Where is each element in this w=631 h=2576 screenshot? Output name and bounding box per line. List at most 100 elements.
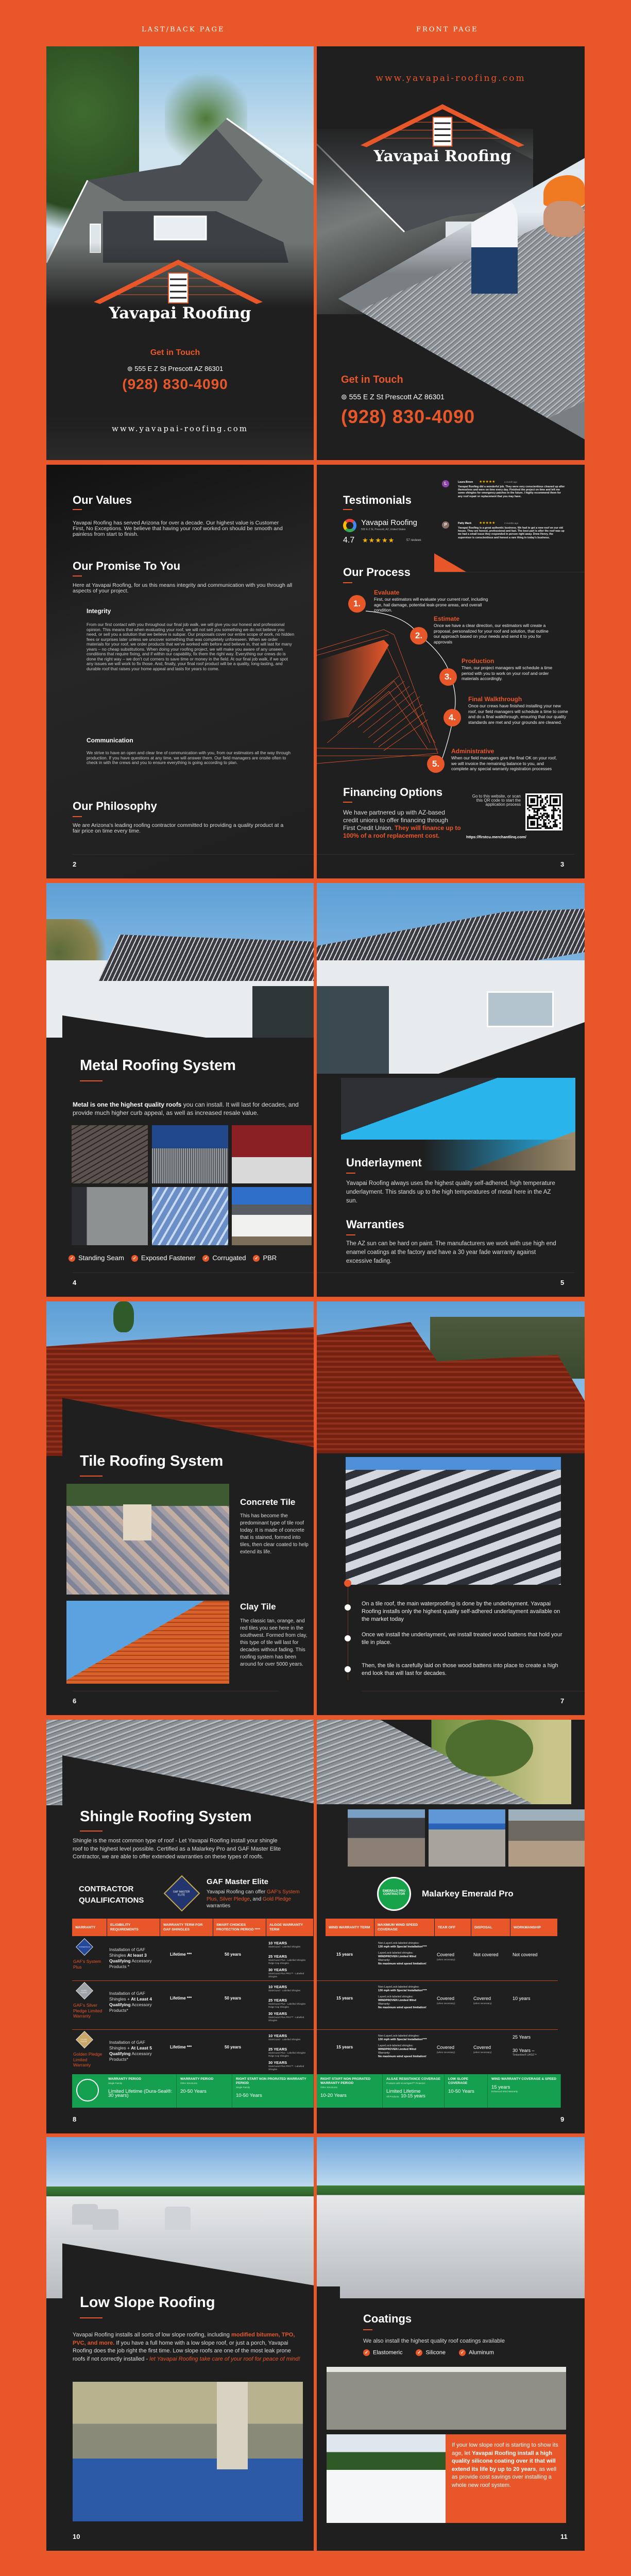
warranty-name: GAF's System Plus [73, 1959, 101, 1970]
step-description: Once our crews have finished installing … [468, 703, 568, 725]
shingle-job-photo-3 [508, 1809, 585, 1867]
website-link[interactable]: www.yavapai-roofing.com [111, 424, 249, 433]
workmanship-note: Timberline® UHDZ™ [513, 2054, 537, 2057]
disposal-note: (when necessary) [473, 2002, 492, 2005]
title-underline [73, 575, 82, 577]
page-7-tile-installation: On a tile roof, the main waterproofing i… [317, 1301, 585, 1715]
step-title: Evaluate [374, 589, 400, 596]
clay-text: The classic tan, orange, and red tiles y… [240, 1618, 308, 1667]
green-cell-title: RIGHT START NON PRORATED WARRANTY PERIOD [236, 2077, 306, 2085]
pbr-install-photo [152, 1187, 228, 1245]
underlayment-text: Yavapai Roofing always uses the highest … [346, 1180, 555, 1204]
shingle-intro: Shingle is the most common type of roof … [73, 1838, 281, 1860]
concrete-tile-photo [66, 1484, 229, 1595]
wind-speed-cell: Non-LayerLock-labeled shingles:130 mph w… [378, 1942, 432, 1966]
table-header: SMART CHOICES PROTECTION PERIOD **** [213, 1919, 266, 1936]
workmanship-cell: 30 Years – [513, 2048, 535, 2053]
eligibility-text: Installation of GAF Shingles + [109, 2040, 145, 2050]
warranty-name: Golden Pledge Limited Warranty [73, 2052, 103, 2067]
coatings-text: We also install the highest quality roof… [363, 2338, 505, 2344]
green-cell-value: Limited Lifetime (Dura-Seal®: 30 years) [108, 2089, 173, 2098]
step-title: Production [462, 657, 494, 665]
house-photo [46, 46, 314, 460]
check-icon: ✓ [131, 1255, 138, 1262]
qr-code[interactable] [525, 793, 562, 831]
metal-roof-house-photo [317, 883, 585, 1074]
intro-rest: you can install. It will last for decade… [73, 1101, 299, 1116]
integrity-text: From our first contact with you througho… [87, 622, 295, 671]
eligibility-text: Installation of GAF Shingles + [109, 1991, 145, 2002]
website-link[interactable]: www.yavapai-roofing.com [376, 73, 526, 83]
shingle-job-photo-2 [429, 1809, 505, 1867]
financing-highlight: They will finance up to 100% of a roof r… [343, 824, 461, 839]
concrete-title: Concrete Tile [240, 1497, 296, 1507]
algae-term: 30 YEARS [268, 2060, 287, 2065]
green-cell-subtitle: Products with Scotchgard™ Protector: [386, 2082, 426, 2084]
promise-text: Here at Yavapai Roofing, for us this mea… [73, 582, 293, 594]
step-description: Once we have a clear direction, our esti… [434, 623, 549, 645]
check-icon: ✓ [69, 1255, 75, 1262]
emerald-pro-logo-icon [76, 2079, 99, 2102]
page-8-shingle-roofing: Shingle Roofing System Shingle is the mo… [46, 1720, 314, 2133]
wind-speed-text: WINDPROVEN Limited Wind [378, 2048, 416, 2051]
metal-house-photo [232, 1187, 312, 1245]
gaf-highlight: GAF's System Plus, Silver Pledge [207, 1889, 300, 1902]
wind-speed-text: LayerLock-labeled shingles: [378, 2044, 414, 2047]
wind-speed-cell: Non-LayerLock-labeled shingles:130 mph w… [378, 2035, 432, 2059]
gaf-text-part: Yavapai Roofing can offer [207, 1889, 267, 1895]
step-description: When our field managers give the final O… [451, 755, 557, 771]
page-number: 9 [560, 2115, 565, 2123]
integrity-title: Integrity [87, 607, 111, 615]
algae-note: StainGuard - Labelled Shingles [268, 2038, 301, 2041]
check-icon: ✓ [459, 2349, 466, 2356]
review-count[interactable]: 57 reviews [406, 539, 421, 542]
coating-type-label: Aluminum [469, 2349, 494, 2356]
panel-notch [317, 2286, 340, 2302]
metal-type-item: ✓Exposed Fastener [131, 1254, 195, 1262]
qr-instructions: Go to this website, or scan this QR code… [472, 794, 521, 807]
title-underline [73, 816, 82, 817]
workmanship-cell: 10 years [513, 1996, 531, 2001]
review-avatar: P [442, 521, 449, 529]
callout-text: , as well as provide cost savings over i… [452, 2466, 556, 2488]
algae-note: StainGuard Plus PRO™ - Labelled Shingles [268, 2065, 304, 2071]
page-2-values: Our Values Yavapai Roofing has served Ar… [46, 465, 314, 878]
exposed-fastener-photo [152, 1125, 228, 1183]
timeline-dot-icon [344, 1580, 351, 1587]
communication-title: Communication [87, 737, 133, 744]
financing-url[interactable]: https://firstcu.merchantlinq.com/ [466, 835, 526, 839]
phone-number[interactable]: (928) 830-4090 [122, 376, 228, 392]
brand-name: Yavapai Roofing [373, 147, 511, 165]
green-cell-title: WARRANTY PERIOD [180, 2077, 214, 2081]
green-cell-value: 20-50 Years [180, 2089, 207, 2094]
tile-roof-photo [317, 1301, 585, 1453]
metal-roof-house-photo [46, 883, 314, 1038]
shingle-job-photo-1 [348, 1809, 425, 1867]
underlayment-title: Underlayment [346, 1156, 422, 1169]
location-pin-icon: ⊚ [341, 393, 349, 401]
wind-speed-text: No maximum wind speed limitation! [378, 1962, 427, 1965]
green-cell-title: WARRANTY PERIOD [108, 2077, 142, 2081]
metal-intro: Metal is one the highest quality roofs y… [73, 1100, 299, 1117]
title-underline [343, 509, 352, 510]
wind-term-cell: 15 years [336, 1952, 353, 1957]
testimonials-title: Testimonials [343, 494, 412, 506]
page-number: 10 [73, 2533, 80, 2540]
title-underline [343, 802, 352, 803]
low-slope-title: Low Slope Roofing [80, 2294, 215, 2311]
malarkey-emerald-pro-badge: EMERALD PRO CONTRACTOR [377, 1877, 411, 1911]
eligibility-text: Accessory Products * [109, 1958, 152, 1969]
financing-description: We have partnered up with AZ-based credi… [343, 809, 448, 832]
page-number: 6 [73, 1697, 77, 1705]
coating-type-item: ✓Aluminum [459, 2349, 494, 2356]
table-header: WARRANTY [72, 1919, 107, 1936]
concrete-text: This has become the predominant type of … [240, 1513, 309, 1555]
row-divider [72, 1980, 314, 1981]
address: ⊚ 555 E Z St Prescott AZ 86301 [341, 393, 445, 401]
phone-number[interactable]: (928) 830-4090 [341, 406, 475, 427]
shingle-field-photo [317, 1720, 571, 1804]
metal-title: Metal Roofing System [80, 1057, 236, 1074]
page-6-tile-roofing: Tile Roofing System Concrete Tile This h… [46, 1301, 314, 1715]
location-pin-icon: ⊚ [127, 365, 135, 372]
silicone-roof-photo [327, 2434, 446, 2523]
